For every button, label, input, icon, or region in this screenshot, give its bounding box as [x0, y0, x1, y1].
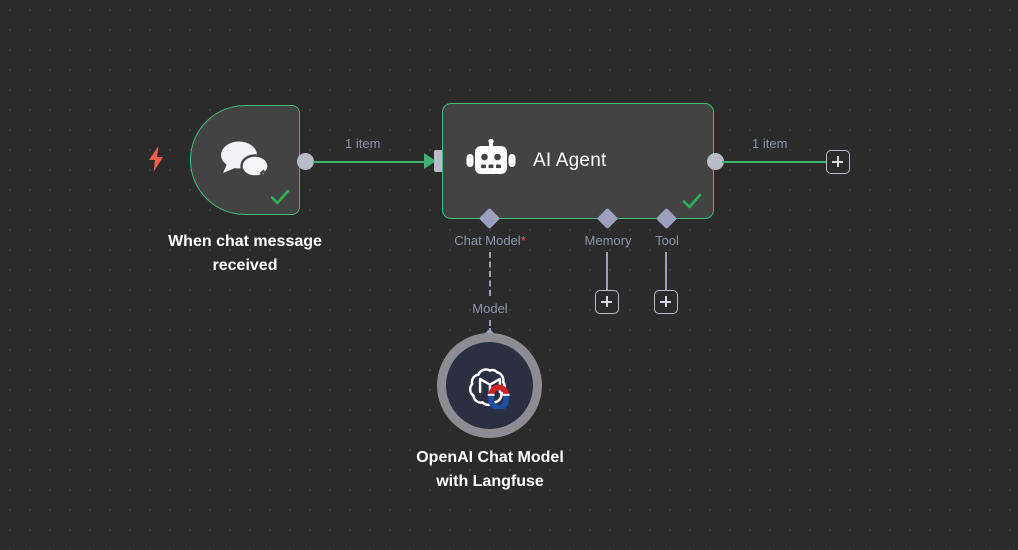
- sub-port-label-chat-model: Chat Model*: [430, 233, 550, 248]
- output-endpoint-trigger[interactable]: [297, 153, 314, 170]
- connection-arrow-trigger-to-agent: [424, 153, 436, 174]
- connection-tool-to-add[interactable]: [665, 252, 667, 292]
- openai-magnet-icon: [467, 363, 513, 411]
- sub-port-label-memory: Memory: [584, 233, 632, 248]
- connection-label-agent-to-add: 1 item: [752, 136, 788, 151]
- caption-line-1: OpenAI Chat Model: [416, 449, 564, 466]
- add-node-plus-button-main[interactable]: [826, 150, 850, 174]
- required-asterisk-chat-model: *: [520, 233, 526, 248]
- input-endpoint-agent[interactable]: [434, 150, 443, 172]
- chat-bubbles-icon: [217, 138, 273, 182]
- sub-port-label-tool: Tool: [655, 233, 679, 248]
- status-check-icon-agent: [681, 190, 703, 212]
- node-when-chat-message-received[interactable]: [190, 105, 300, 215]
- node-title-ai-agent: AI Agent: [533, 150, 607, 171]
- output-endpoint-agent[interactable]: [707, 153, 724, 170]
- sub-port-label-text-chat-model: Chat Model: [454, 233, 521, 248]
- connection-memory-to-add[interactable]: [606, 252, 608, 292]
- node-caption-when-chat-message-received: When chat message received: [145, 230, 345, 278]
- add-node-plus-button-memory[interactable]: [595, 290, 619, 314]
- connection-label-trigger-to-agent: 1 item: [345, 136, 381, 151]
- connection-trigger-to-agent[interactable]: [313, 160, 431, 163]
- sub-port-label-model: Model: [472, 301, 508, 316]
- node-ai-agent[interactable]: AI Agent: [442, 103, 714, 219]
- add-node-plus-button-tool[interactable]: [654, 290, 678, 314]
- robot-icon: [466, 138, 516, 183]
- caption-line-2: with Langfuse: [436, 473, 544, 490]
- node-openai-chat-model-with-langfuse[interactable]: [437, 333, 542, 438]
- lightning-bolt-icon: [146, 146, 166, 172]
- subnode-inner-circle: [446, 342, 533, 429]
- node-caption-openai-chat-model-with-langfuse: OpenAI Chat Model with Langfuse: [390, 446, 590, 494]
- connection-chat-model-to-openai-upper[interactable]: [489, 252, 491, 296]
- connection-agent-to-add[interactable]: [722, 160, 826, 163]
- caption-line-1: When chat message: [168, 233, 322, 250]
- status-check-icon-trigger: [269, 186, 291, 208]
- caption-line-2: received: [212, 257, 278, 274]
